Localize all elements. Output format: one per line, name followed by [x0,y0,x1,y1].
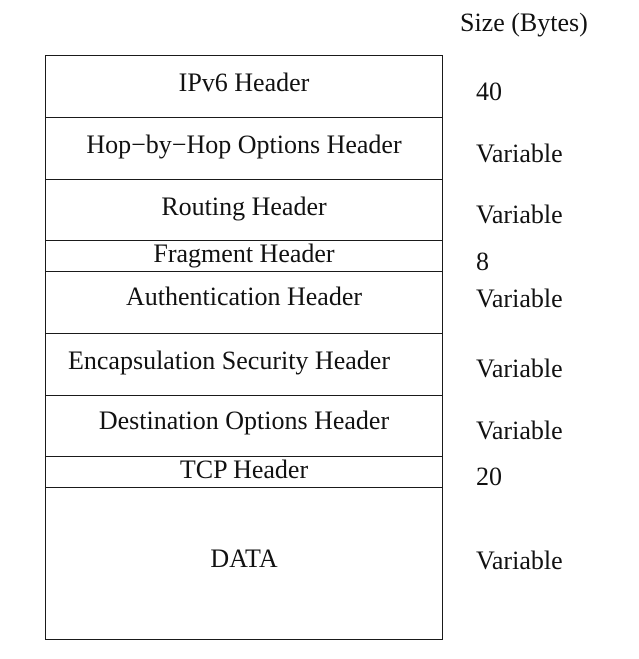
layer-label: Routing Header [161,192,327,221]
layer-routing-header: Routing Header [46,180,442,241]
layer-label: Fragment Header [153,239,335,268]
layer-label: DATA [210,544,278,573]
layer-label: IPv6 Header [178,68,310,97]
layer-label: Authentication Header [125,282,363,311]
size-routing-header: Variable [476,200,563,229]
layer-hop-by-hop-options-header: Hop−by−Hop Options Header [46,118,442,180]
size-tcp-header: 20 [476,462,502,491]
layer-data: DATA [46,488,442,638]
size-column-title: Size (Bytes) [460,8,588,37]
layer-ipv6-header: IPv6 Header [46,56,442,118]
layer-label: Hop−by−Hop Options Header [86,130,402,159]
size-destination-options-header: Variable [476,416,563,445]
layer-label: Destination Options Header [98,406,390,435]
size-hop-by-hop-options-header: Variable [476,139,563,168]
size-encapsulation-security-header: Variable [476,354,563,383]
size-authentication-header: Variable [476,284,563,313]
layer-fragment-header: Fragment Header [46,239,442,272]
layer-tcp-header: TCP Header [46,455,442,488]
layer-encapsulation-security-header: Encapsulation Security Header [46,334,442,396]
ipv6-packet-stack: IPv6 Header Hop−by−Hop Options Header Ro… [45,55,443,640]
size-ipv6-header: 40 [476,77,502,106]
layer-label: TCP Header [179,455,309,484]
layer-destination-options-header: Destination Options Header [46,396,442,457]
size-data: Variable [476,546,563,575]
layer-label: Encapsulation Security Header [68,346,390,375]
size-fragment-header: 8 [476,247,489,276]
layer-authentication-header: Authentication Header [46,272,442,334]
